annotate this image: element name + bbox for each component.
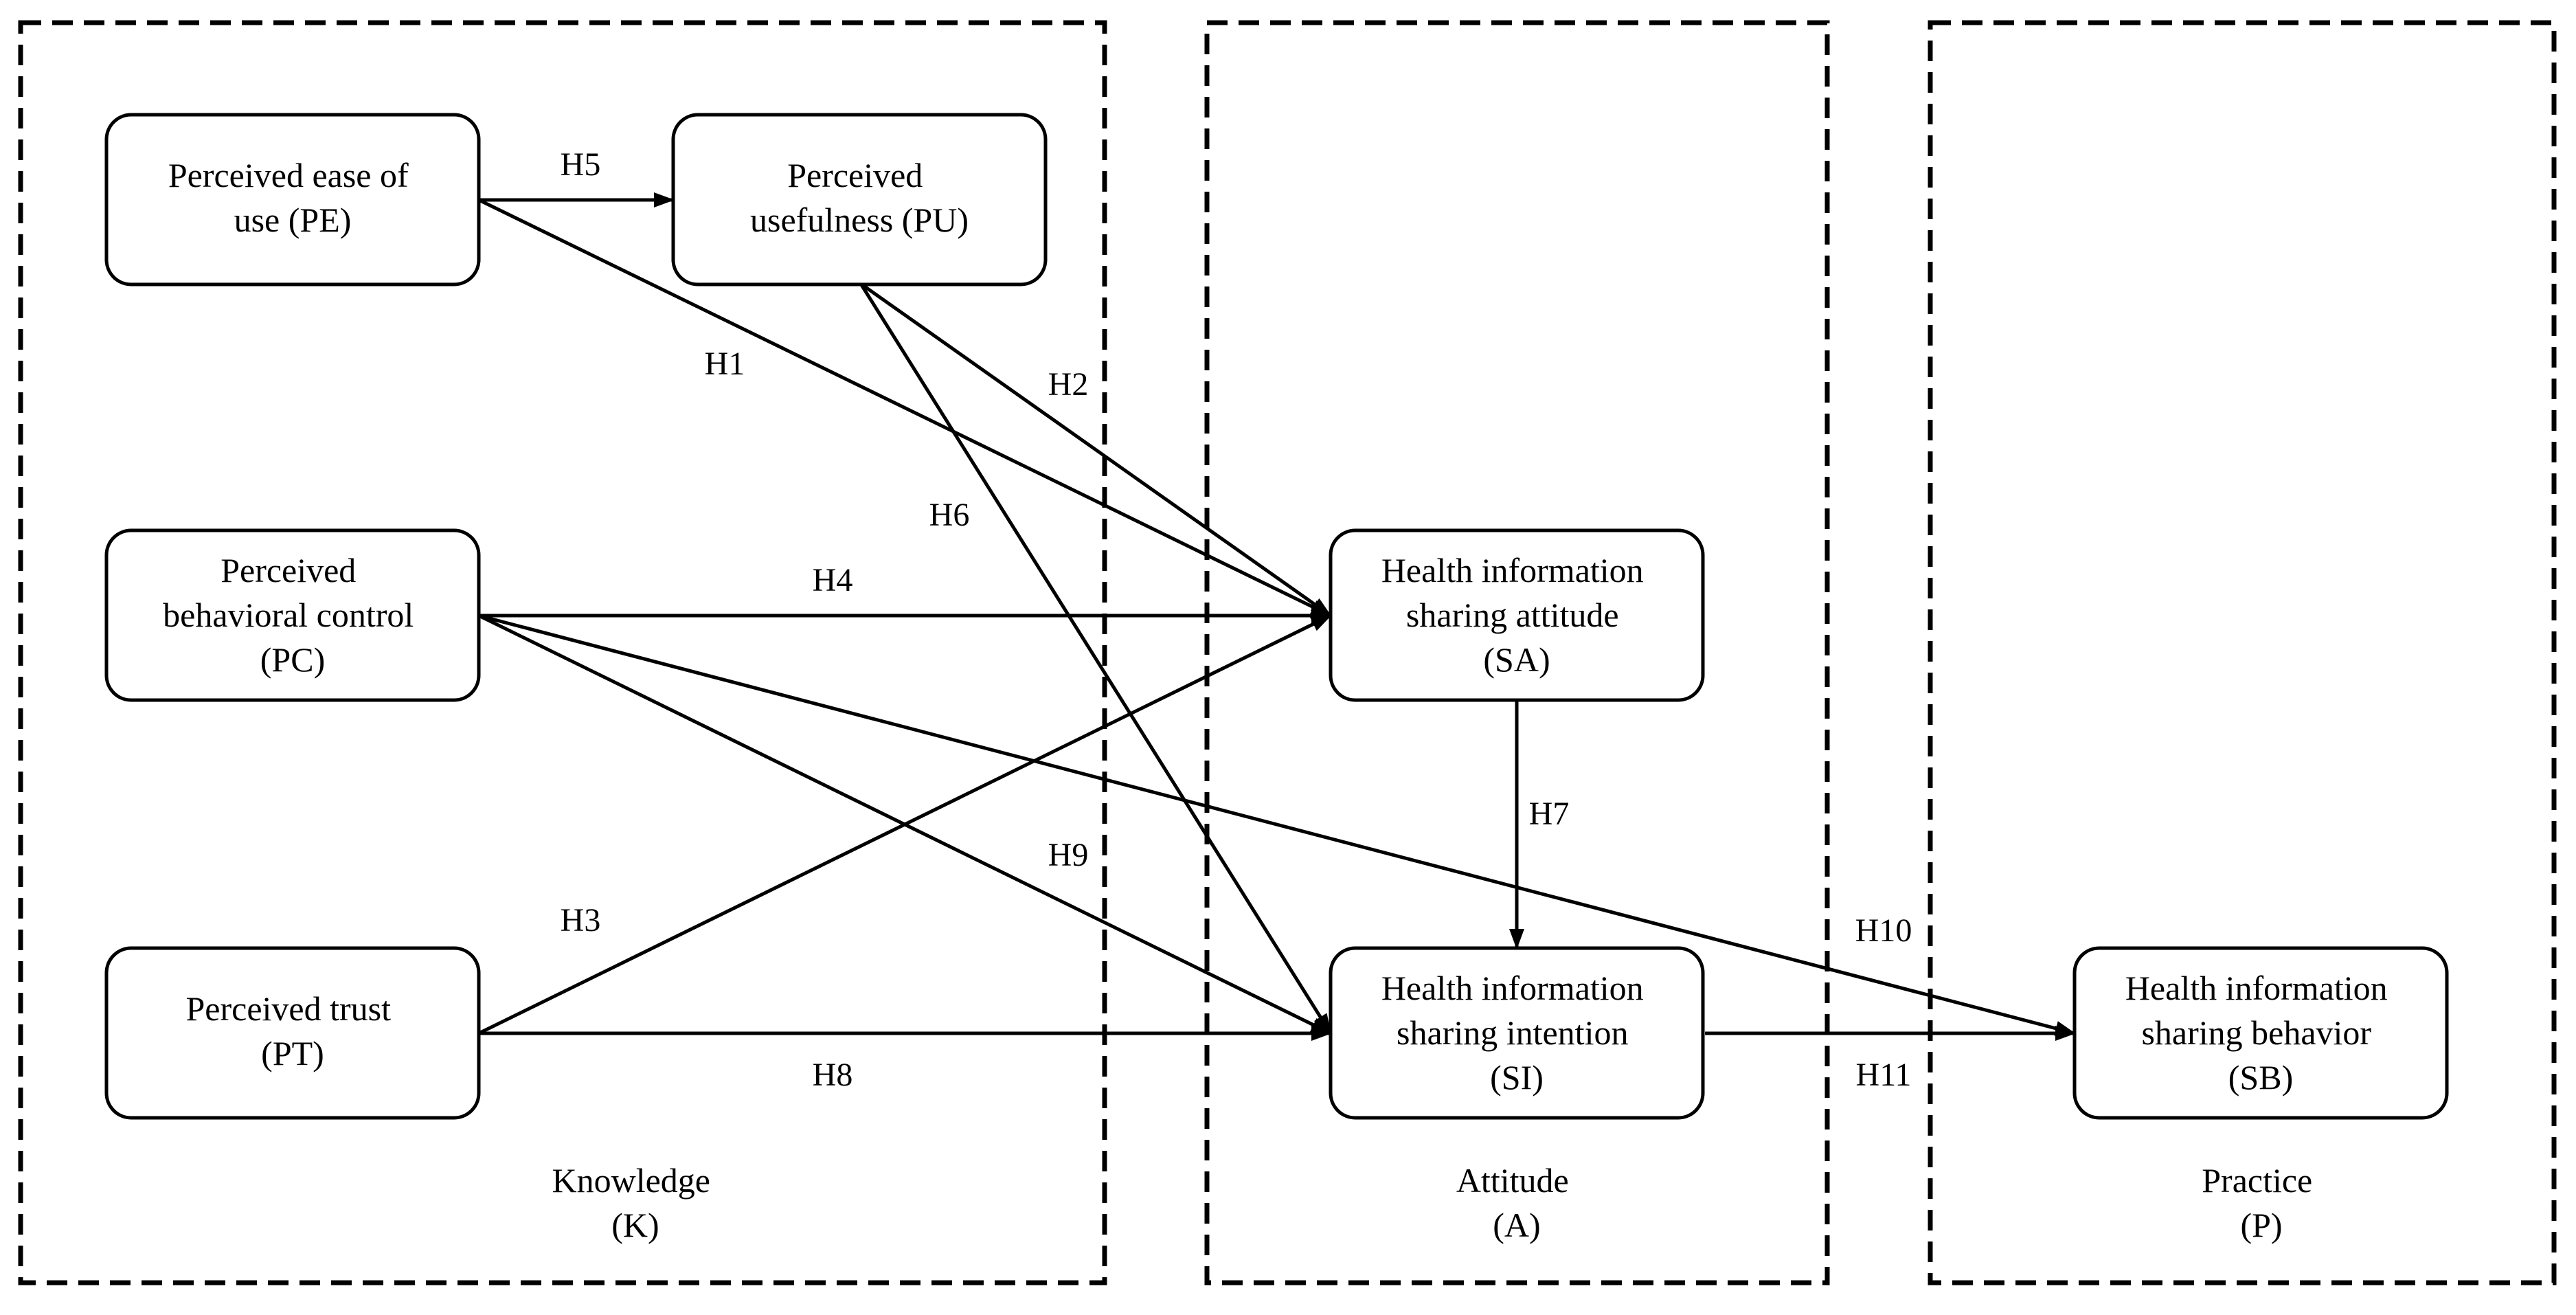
edges xyxy=(477,192,2076,1041)
node-box xyxy=(671,113,1048,286)
edge-label-h8: H8 xyxy=(813,1057,853,1093)
edge-label-h3: H3 xyxy=(561,902,601,939)
edge-label-h11: H11 xyxy=(1856,1057,1912,1093)
node-box xyxy=(1329,528,1705,702)
edge-h6 xyxy=(859,282,1333,1035)
section-label-practice: Practice (P) xyxy=(2202,1161,2321,1244)
edge-label-h4: H4 xyxy=(813,562,853,598)
node-pc: Perceived behavioral control (PC) xyxy=(104,528,481,702)
node-box xyxy=(2072,946,2449,1120)
node-label: Perceived ease of use (PE) xyxy=(168,156,417,239)
edge-label-h6: H6 xyxy=(929,497,970,533)
section-frame-knowledge xyxy=(18,20,1107,1285)
node-label: Perceived usefulness (PU) xyxy=(750,156,969,239)
node-label: Health information sharing behavior (SB) xyxy=(2125,969,2396,1097)
node-si: Health information sharing intention (SI… xyxy=(1329,946,1705,1120)
edge-h2 xyxy=(859,282,1332,618)
section-label-attitude: Attitude (A) xyxy=(1456,1161,1577,1244)
edge-label-h7: H7 xyxy=(1529,796,1570,832)
section-label-knowledge: Knowledge (K) xyxy=(552,1161,719,1244)
node-box xyxy=(104,528,481,702)
node-label: Health information sharing intention (SI… xyxy=(1381,969,1652,1097)
node-box xyxy=(104,113,481,286)
section-frame-attitude xyxy=(1204,20,1830,1285)
node-box xyxy=(1329,946,1705,1120)
edge-label-h10: H10 xyxy=(1855,912,1912,949)
node-sb: Health information sharing behavior (SB) xyxy=(2072,946,2449,1120)
edge-h1 xyxy=(477,198,1332,618)
node-label: Perceived trust (PT) xyxy=(185,989,399,1072)
edge-label-h9: H9 xyxy=(1048,837,1089,873)
node-label: Health information sharing attitude (SA) xyxy=(1381,551,1652,679)
node-sa: Health information sharing attitude (SA) xyxy=(1329,528,1705,702)
edge-label-h5: H5 xyxy=(561,146,601,183)
edge-h3 xyxy=(477,614,1332,1035)
node-label: Perceived behavioral control (PC) xyxy=(163,551,422,679)
node-pt: Perceived trust (PT) xyxy=(104,946,481,1120)
node-box xyxy=(104,946,481,1120)
edge-label-h1: H1 xyxy=(705,346,745,382)
node-pe: Perceived ease of use (PE) xyxy=(104,113,481,286)
edge-h10 xyxy=(478,614,2076,1036)
edge-label-h2: H2 xyxy=(1048,366,1089,403)
section-frame-practice xyxy=(1928,20,2557,1285)
node-pu: Perceived usefulness (PU) xyxy=(671,113,1048,286)
